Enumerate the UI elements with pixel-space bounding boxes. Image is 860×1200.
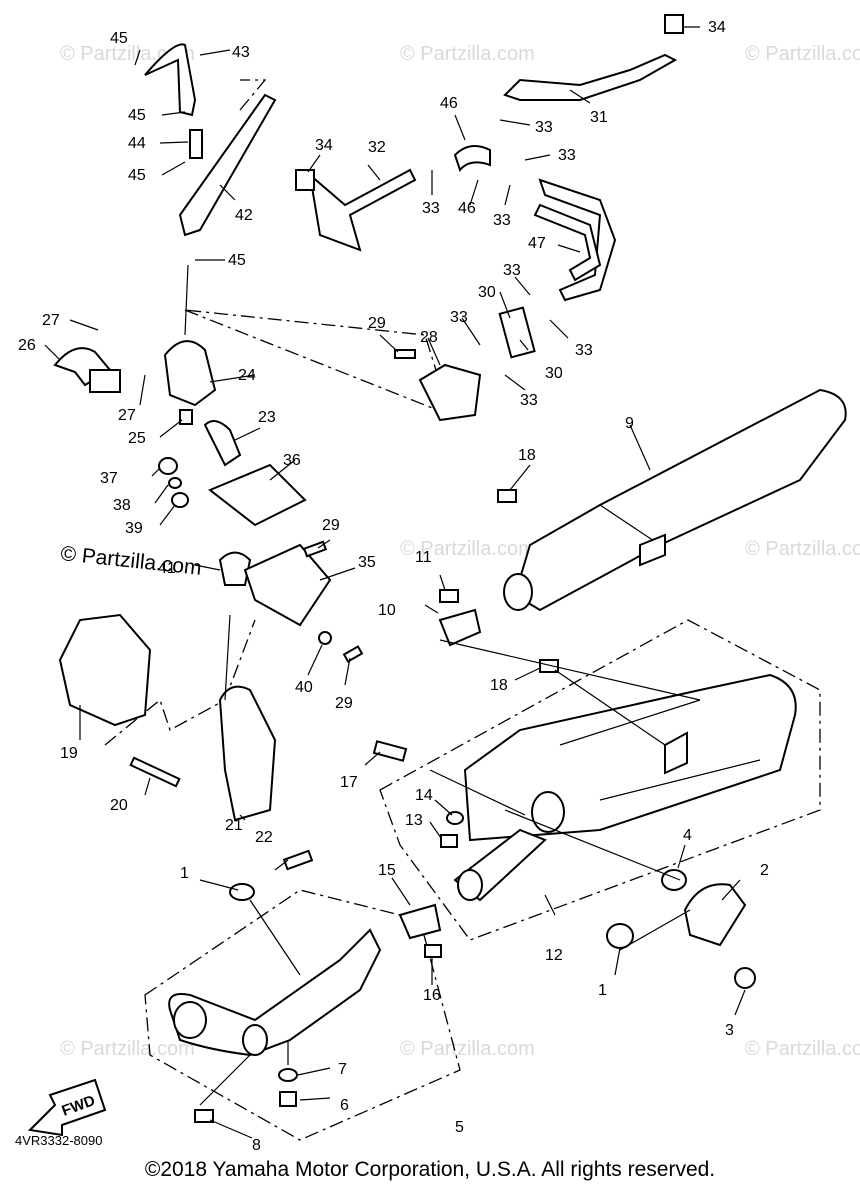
- exhaust-pipe-outline: [144, 889, 461, 1141]
- callout-40: 40: [295, 679, 313, 696]
- watermark: © Partzilla.com: [400, 538, 535, 560]
- watermarks: © Partzilla.com © Partzilla.com © Partzi…: [60, 43, 860, 1060]
- callout-33: 33: [575, 342, 593, 359]
- callout-27: 27: [118, 407, 136, 424]
- callout-15: 15: [378, 862, 396, 879]
- crankcase-cover: [58, 613, 277, 822]
- callout-45: 45: [228, 252, 246, 269]
- callout-33: 33: [450, 309, 468, 326]
- callout-1: 1: [180, 865, 189, 882]
- callout-34: 34: [315, 137, 333, 154]
- callout-12: 12: [545, 947, 563, 964]
- callout-35: 35: [358, 554, 376, 571]
- callout-2: 2: [760, 862, 769, 879]
- callout-45: 45: [110, 30, 128, 47]
- callout-23: 23: [258, 409, 276, 426]
- callout-5: 5: [455, 1119, 464, 1136]
- air-system-outline: [184, 309, 452, 417]
- callout-33: 33: [520, 392, 538, 409]
- callout-38: 38: [113, 497, 131, 514]
- watermark: © Partzilla.com: [745, 1038, 860, 1060]
- callout-labels: 1 1 2 3 4 5 6 7 8 9 10 11 12 13 14 15 16…: [18, 19, 769, 1154]
- callout-21: 21: [225, 817, 243, 834]
- callout-46: 46: [458, 200, 476, 217]
- callout-39: 39: [125, 520, 143, 537]
- callout-34: 34: [708, 19, 726, 36]
- callout-25: 25: [128, 430, 146, 447]
- callout-42: 42: [235, 207, 253, 224]
- callout-30: 30: [545, 365, 563, 382]
- callout-26: 26: [18, 337, 36, 354]
- callout-7: 7: [338, 1061, 347, 1078]
- fwd-arrow: FWD: [27, 1078, 107, 1137]
- callout-43: 43: [232, 44, 250, 61]
- callout-8: 8: [252, 1137, 261, 1154]
- callout-33: 33: [503, 262, 521, 279]
- callout-11: 11: [415, 549, 432, 566]
- callout-28: 28: [420, 329, 438, 346]
- callout-22: 22: [255, 829, 273, 846]
- callout-33: 33: [422, 200, 440, 217]
- callout-33: 33: [558, 147, 576, 164]
- watermark: © Partzilla.com: [400, 1038, 535, 1060]
- callout-18: 18: [518, 447, 536, 464]
- callout-1: 1: [598, 982, 607, 999]
- callout-14: 14: [415, 787, 433, 804]
- leader-lines: [44, 26, 746, 1139]
- callout-44: 44: [128, 135, 146, 152]
- copyright-notice: ©2018 Yamaha Motor Corporation, U.S.A. A…: [144, 1158, 716, 1181]
- callout-3: 3: [725, 1022, 734, 1039]
- callout-45: 45: [128, 167, 146, 184]
- callout-17: 17: [340, 774, 358, 791]
- air-valve: [53, 340, 482, 627]
- rear-muffler-outline: [379, 619, 821, 941]
- callout-29: 29: [368, 315, 386, 332]
- watermark: © Partzilla.com: [745, 43, 860, 65]
- callout-29: 29: [322, 517, 340, 534]
- air-hoses: [144, 14, 684, 359]
- diagram-code: 4VR3332-8090: [15, 1133, 102, 1148]
- callout-10: 10: [378, 602, 396, 619]
- front-exhaust-pipe: [168, 928, 382, 1057]
- callout-20: 20: [110, 797, 128, 814]
- callout-19: 19: [60, 745, 78, 762]
- callout-46: 46: [440, 95, 458, 112]
- callout-24: 24: [238, 367, 256, 384]
- callout-18: 18: [490, 677, 508, 694]
- callout-29: 29: [335, 695, 353, 712]
- watermark: © Partzilla.com: [400, 43, 535, 65]
- callout-30: 30: [478, 284, 496, 301]
- main-muffler: [453, 673, 797, 902]
- callout-31: 31: [590, 109, 608, 126]
- callout-36: 36: [283, 452, 301, 469]
- small-hardware: [129, 169, 756, 1123]
- callout-16: 16: [423, 987, 441, 1004]
- callout-41: 41: [158, 560, 176, 577]
- callout-32: 32: [368, 139, 386, 156]
- callout-27: 27: [42, 312, 60, 329]
- callout-6: 6: [340, 1097, 349, 1114]
- hose-outline: [239, 79, 267, 111]
- callout-45: 45: [128, 107, 146, 124]
- callout-47: 47: [528, 235, 546, 252]
- callout-13: 13: [405, 812, 423, 829]
- callout-33: 33: [535, 119, 553, 136]
- rear-muffler: [503, 388, 847, 612]
- callout-9: 9: [625, 415, 634, 432]
- watermark-overlay: © Partzilla.com: [59, 542, 202, 580]
- callout-4: 4: [683, 827, 692, 844]
- watermark: © Partzilla.com: [745, 538, 860, 560]
- watermark: © Partzilla.com: [60, 1038, 195, 1060]
- callout-37: 37: [100, 470, 118, 487]
- connector-lines: [184, 264, 701, 1106]
- callout-33: 33: [493, 212, 511, 229]
